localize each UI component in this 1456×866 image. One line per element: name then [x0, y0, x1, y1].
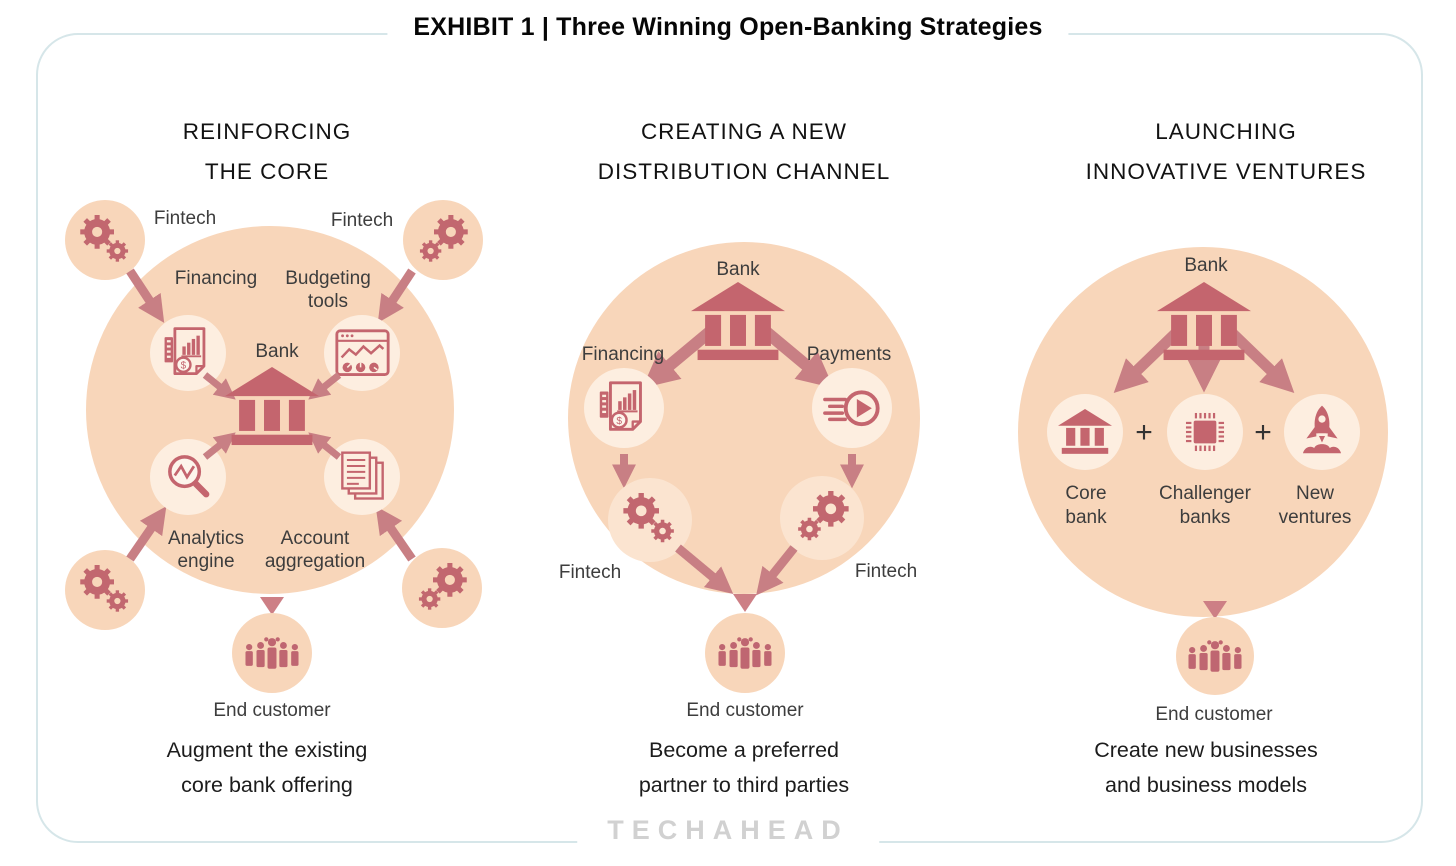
fintech-satellite-bottom-left	[65, 550, 145, 630]
down-pointer	[260, 597, 284, 615]
down-pointer	[733, 594, 757, 612]
arrow	[308, 432, 342, 460]
heading-reinforcing-the-core: REINFORCING THE CORE	[97, 112, 437, 192]
label-fintech: Fintech	[855, 561, 917, 582]
arrow	[760, 325, 834, 389]
arrow	[642, 325, 716, 389]
arrow	[377, 268, 416, 323]
fintech-satellite-bottom-right	[402, 548, 482, 628]
exhibit-title: EXHIBIT 1 | Three Winning Open-Banking S…	[387, 13, 1069, 42]
label-challenger-banks: banks	[1180, 507, 1231, 528]
heading-line: CREATING A NEW	[640, 119, 848, 144]
heading-line: LAUNCHING	[1155, 119, 1297, 144]
arrow	[202, 372, 236, 400]
caption-line: partner to third parties	[638, 773, 850, 797]
label-bank: Bank	[716, 259, 760, 280]
fintech-satellite-top-left	[65, 200, 145, 280]
caption-line: core bank offering	[181, 773, 353, 797]
arrow	[126, 506, 167, 562]
techahead-logo: TECHAHEAD	[577, 815, 879, 846]
label-bank: Bank	[1184, 255, 1228, 276]
budgeting-icon-circle	[324, 315, 400, 391]
arrow	[1113, 327, 1182, 394]
label-account-aggregation: aggregation	[265, 551, 365, 572]
diagram-reinforcing-the-core: Fintech Fintech Financing Budgeting tool…	[65, 200, 483, 721]
label-new-ventures: New	[1296, 483, 1334, 504]
label-fintech: Fintech	[559, 562, 621, 583]
diagram-creating-distribution-channel: Bank Financing Payments Fintech Fintech …	[559, 242, 920, 721]
arrow	[308, 372, 342, 400]
label-financing: Financing	[582, 344, 664, 365]
label-bank: Bank	[255, 341, 299, 362]
fintech-satellite-top-right	[403, 200, 483, 280]
caption-line: Create new businesses	[1094, 738, 1318, 762]
plus-sign: +	[1254, 416, 1272, 449]
caption-launching-innovative-ventures: Create new businesses and business model…	[1026, 733, 1386, 803]
down-pointer	[1203, 601, 1227, 619]
label-new-ventures: ventures	[1279, 507, 1352, 528]
arrow	[202, 432, 236, 460]
heading-creating-distribution-channel: CREATING A NEW DISTRIBUTION CHANNEL	[564, 112, 924, 192]
label-challenger-banks: Challenger	[1159, 483, 1252, 504]
caption-reinforcing-the-core: Augment the existing core bank offering	[97, 733, 437, 803]
heading-launching-innovative-ventures: LAUNCHING INNOVATIVE VENTURES	[1046, 112, 1406, 192]
heading-line: DISTRIBUTION CHANNEL	[597, 159, 891, 184]
label-budgeting-tools: tools	[308, 291, 348, 312]
arrow	[756, 545, 798, 596]
label-end-customer: End customer	[1155, 704, 1273, 725]
label-account-aggregation: Account	[281, 528, 350, 549]
label-analytics-engine: Analytics	[168, 528, 244, 549]
arrow	[375, 506, 416, 562]
account-documents-icon	[341, 451, 384, 500]
arrow	[126, 268, 165, 323]
label-budgeting-tools: Budgeting	[285, 268, 371, 289]
diagram-launching-innovative-ventures: Bank + + Core bank Challenger banks New …	[1018, 247, 1388, 725]
label-core-bank: bank	[1065, 507, 1107, 528]
label-financing: Financing	[175, 268, 257, 289]
arrow	[1226, 327, 1295, 394]
label-fintech: Fintech	[154, 208, 216, 229]
label-end-customer: End customer	[686, 700, 804, 721]
caption-line: and business models	[1105, 773, 1307, 797]
label-analytics-engine: engine	[177, 551, 234, 572]
label-end-customer: End customer	[213, 700, 331, 721]
payments-icon-circle	[812, 368, 892, 448]
caption-line: Become a preferred	[648, 738, 839, 762]
heading-line: THE CORE	[204, 159, 330, 184]
label-core-bank: Core	[1065, 483, 1106, 504]
heading-line: INNOVATIVE VENTURES	[1085, 159, 1367, 184]
arrow	[675, 544, 734, 595]
caption-line: Augment the existing	[166, 738, 368, 762]
plus-sign: +	[1135, 416, 1153, 449]
label-fintech: Fintech	[331, 210, 393, 231]
heading-line: REINFORCING	[182, 119, 352, 144]
label-payments: Payments	[807, 344, 891, 365]
caption-creating-distribution-channel: Become a preferred partner to third part…	[564, 733, 924, 803]
